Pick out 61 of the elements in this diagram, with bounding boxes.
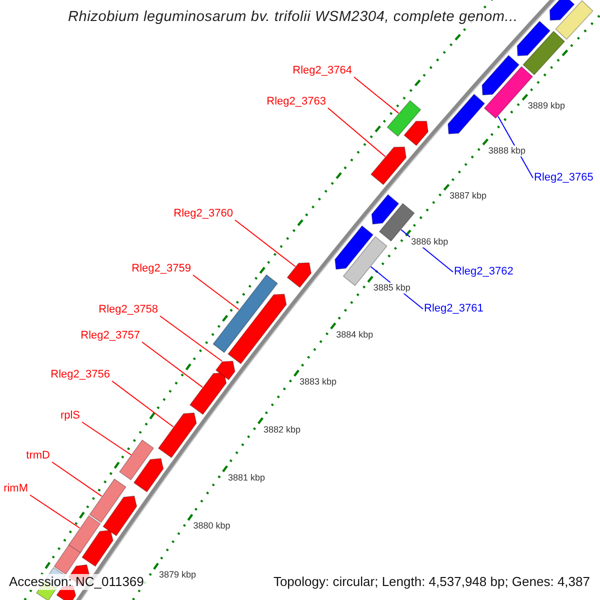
- gene-block: [89, 478, 126, 523]
- scale-label: 3880 kbp: [192, 520, 232, 532]
- gene-label: Rleg2_3756: [50, 368, 110, 382]
- gene-label: Rleg2_3758: [98, 304, 158, 316]
- gene-label: rplS: [60, 410, 80, 422]
- leader-line: [234, 220, 296, 267]
- leader-line: [30, 494, 80, 528]
- gene-block: [386, 100, 422, 137]
- gene-label: Rleg2_3765: [534, 172, 594, 184]
- leader-line: [160, 316, 222, 362]
- gene-feature: [549, 0, 575, 21]
- gene-feature: [216, 360, 236, 380]
- gene-feature: [448, 94, 485, 134]
- gene-label: Rleg2_3757: [80, 330, 140, 342]
- scale-label: 3883 kbp: [298, 376, 338, 388]
- leader-line: [82, 422, 132, 456]
- gene-label: Rleg2_3764: [292, 64, 352, 78]
- leader-line: [112, 380, 174, 428]
- leader-line: [192, 274, 240, 310]
- leader-line: [354, 76, 400, 114]
- gene-label: trmD: [26, 450, 50, 462]
- gene-feature: [286, 262, 312, 288]
- leader-line: [328, 108, 386, 158]
- leader-line: [142, 342, 203, 388]
- gene-feature: [228, 294, 287, 364]
- gene-block: [119, 440, 154, 480]
- gene-feature: [482, 55, 520, 96]
- scale-label: 3879 kbp: [158, 570, 198, 581]
- gene-label: rimM: [4, 482, 28, 496]
- gene-label: Rleg2_3762: [454, 266, 514, 278]
- leader-line: [52, 462, 102, 497]
- scale-label: 3885 kbp: [372, 282, 412, 294]
- gene-block: [342, 236, 388, 286]
- gene-block: [212, 274, 278, 353]
- gene-block: [522, 30, 565, 76]
- scale-label: 3888 kbp: [487, 145, 526, 156]
- gene-feature: [82, 530, 114, 567]
- gene-feature: [158, 412, 197, 458]
- gene-feature: [404, 120, 428, 146]
- scale-label: 3889 kbp: [526, 100, 566, 112]
- gene-block: [54, 542, 82, 575]
- gene-feature: [371, 194, 400, 224]
- gene-feature: [334, 226, 374, 270]
- gene-feature: [370, 146, 406, 185]
- gene-label: Rleg2_3761: [424, 302, 484, 316]
- gene-block: [68, 515, 101, 554]
- gene-feature: [134, 458, 164, 492]
- gene-block: [555, 0, 594, 40]
- footer-note: Topology: circular; Length: 4,537,948 bp; Genes: 4,387: [271, 574, 592, 590]
- gene-label: Rleg2_3759: [132, 262, 191, 276]
- scale-label: 3887 kbp: [448, 190, 488, 202]
- gene-feature: [190, 372, 227, 415]
- gene-feature: [102, 496, 138, 536]
- gene-label: Rleg2_3760: [174, 208, 233, 220]
- gene-label: Rleg2_3763: [266, 96, 326, 108]
- scale-label: 3884 kbp: [335, 329, 374, 340]
- scale-label: 3882 kbp: [262, 424, 302, 436]
- scale-label: 3881 kbp: [227, 472, 266, 484]
- gene-feature: [516, 20, 550, 56]
- scale-label: 3886 kbp: [410, 236, 450, 248]
- footer-note: Accession: NC_011369: [7, 574, 146, 590]
